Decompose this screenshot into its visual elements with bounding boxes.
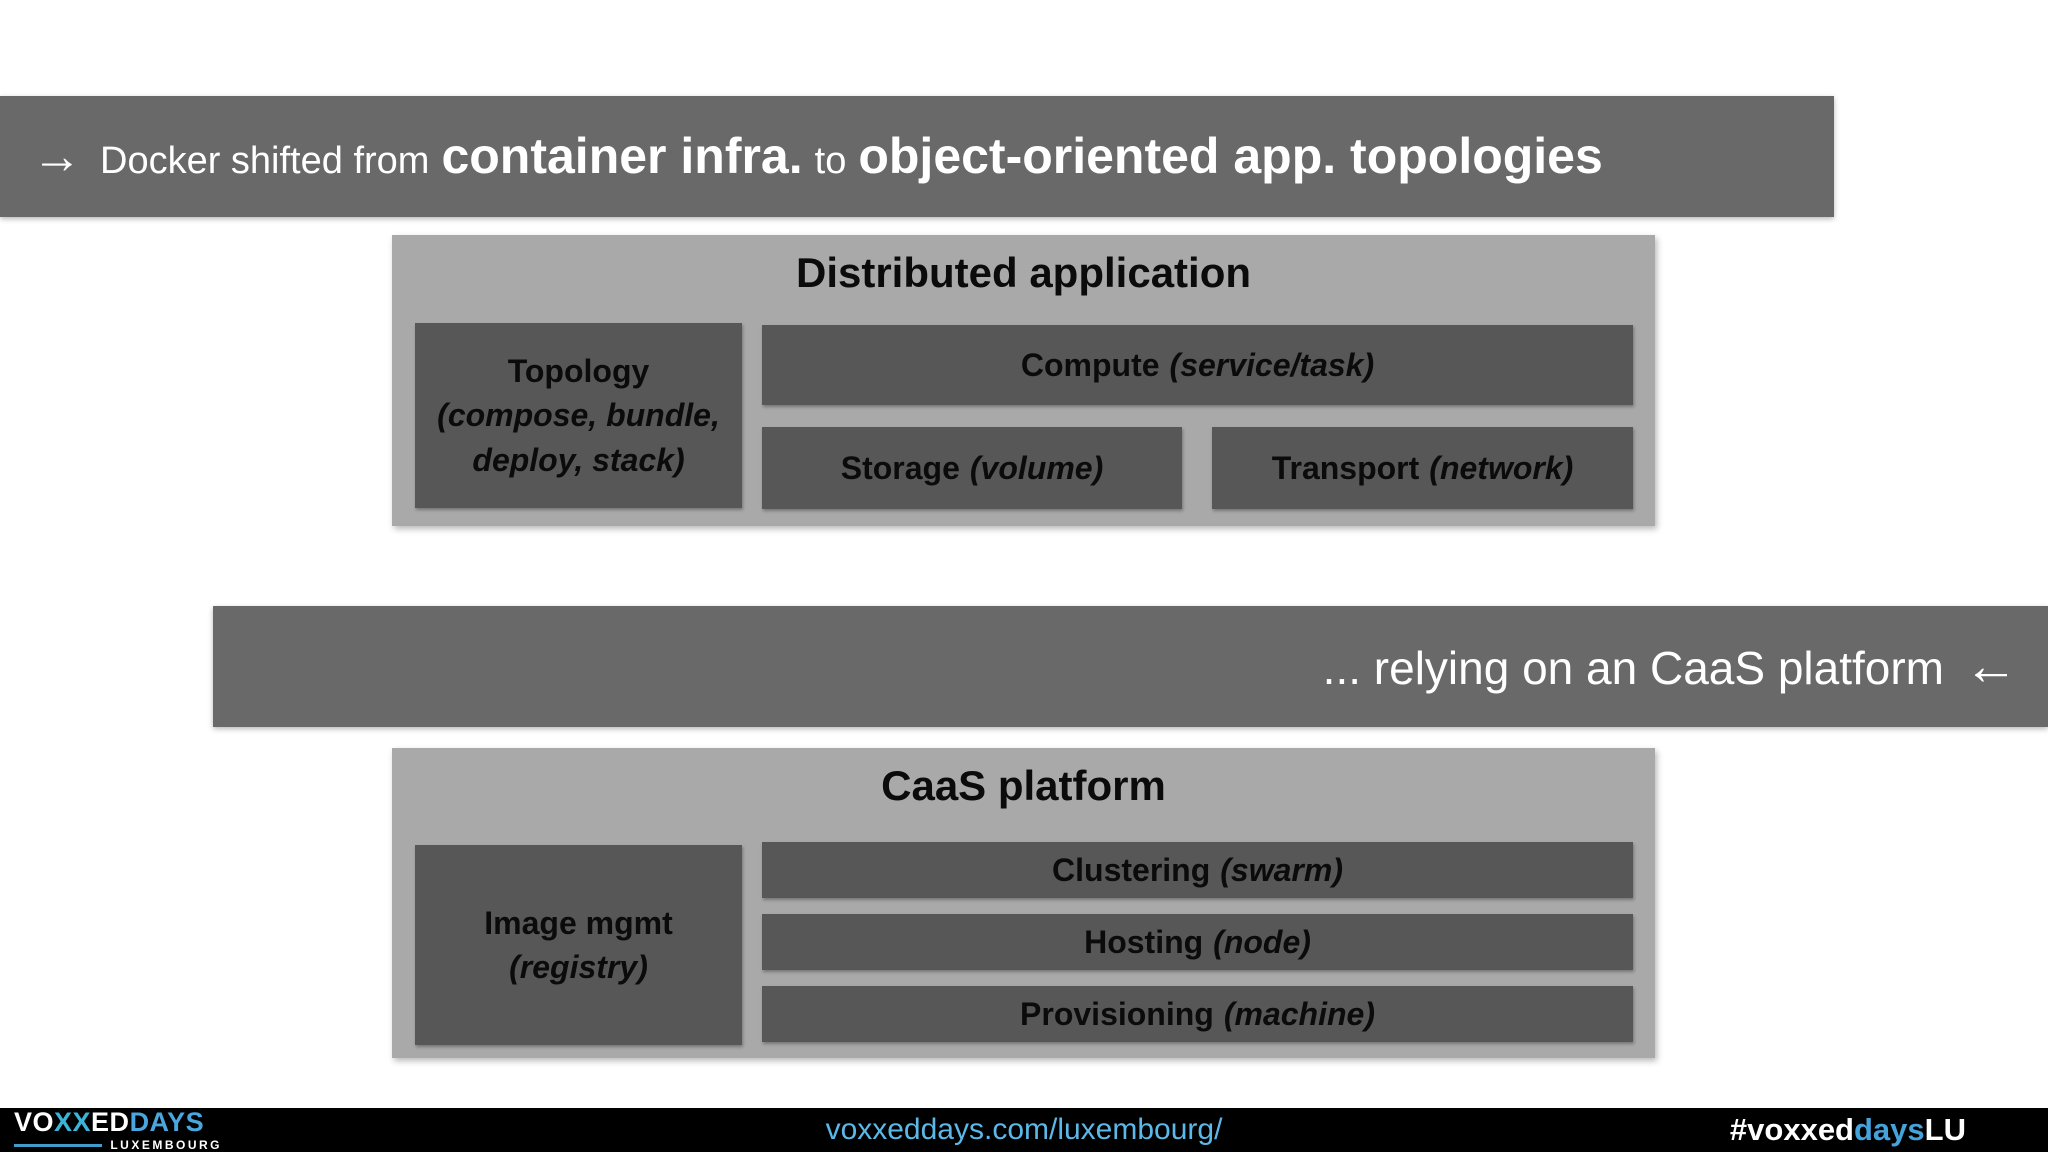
logo-underline [14, 1143, 103, 1147]
compute-label: Compute [1020, 346, 1160, 383]
banner-top-mid: to [814, 140, 847, 182]
hosting-box: Hosting (node) [762, 914, 1633, 970]
distributed-application-title: Distributed application [795, 249, 1252, 296]
topology-label: Topology [507, 353, 650, 390]
transport-box: Transport (network) [1212, 427, 1633, 509]
topology-detail-line2: deploy, stack) [472, 441, 685, 478]
banner-top-emphasis-1: container infra. [441, 128, 803, 184]
storage-box: Storage (volume) [762, 427, 1182, 509]
banner-top-emphasis-2: object-oriented app. topologies [858, 128, 1603, 184]
storage-detail: (volume) [969, 449, 1104, 486]
logo-region-row: LUXEMBOURG [14, 1139, 222, 1151]
logo-xx: XX [54, 1107, 92, 1137]
topology-detail-line1: (compose, bundle, [437, 397, 720, 434]
hashtag-days: days [1854, 1112, 1925, 1147]
caas-platform-panel: CaaS platform Image mgmt (registry) Clus… [392, 748, 1655, 1058]
hashtag-suffix: LU [1924, 1112, 1966, 1147]
image-mgmt-box: Image mgmt (registry) [415, 845, 742, 1045]
provisioning-label: Provisioning [1020, 995, 1214, 1032]
arrow-right-icon: → [32, 128, 82, 184]
distributed-application-panel: Distributed application Topology (compos… [392, 235, 1655, 526]
provisioning-box: Provisioning (machine) [762, 986, 1633, 1042]
storage-label: Storage [840, 449, 960, 486]
topology-box: Topology (compose, bundle, deploy, stack… [415, 323, 742, 508]
voxxed-days-logo: VOXXEDDAYS LUXEMBOURG [14, 1109, 222, 1151]
clustering-label: Clustering [1052, 851, 1211, 888]
caas-platform-title: CaaS platform [881, 762, 1166, 809]
image-mgmt-detail: (registry) [509, 949, 648, 985]
transport-label: Transport [1271, 449, 1420, 486]
image-mgmt-label: Image mgmt [484, 904, 673, 941]
transport-detail: (network) [1429, 449, 1574, 486]
hashtag-prefix: #voxxed [1729, 1112, 1854, 1147]
footer-hashtag: #voxxeddaysLU [1730, 1108, 1966, 1152]
hosting-label: Hosting [1084, 923, 1204, 960]
banner-middle: ... relying on an CaaS platform ← [213, 606, 2048, 727]
logo-ed: ED [91, 1107, 130, 1137]
logo-vo: VO [14, 1107, 55, 1137]
clustering-detail: (swarm) [1220, 851, 1343, 888]
voxxed-days-wordmark: VOXXEDDAYS [14, 1109, 222, 1136]
banner-middle-text: ... relying on an CaaS platform [1322, 642, 1944, 694]
footer-url-link[interactable]: voxxeddays.com/luxembourg/ [825, 1113, 1223, 1146]
logo-region: LUXEMBOURG [110, 1138, 222, 1152]
banner-top-lead: Docker shifted from [100, 140, 430, 182]
provisioning-detail: (machine) [1223, 995, 1375, 1032]
clustering-box: Clustering (swarm) [762, 842, 1633, 898]
compute-box: Compute (service/task) [762, 325, 1633, 405]
hosting-detail: (node) [1213, 923, 1311, 960]
footer-bar: VOXXEDDAYS LUXEMBOURG voxxeddays.com/lux… [0, 1108, 2048, 1152]
arrow-left-icon: ← [1964, 636, 2018, 696]
compute-detail: (service/task) [1169, 346, 1375, 383]
logo-days: DAYS [129, 1107, 205, 1137]
